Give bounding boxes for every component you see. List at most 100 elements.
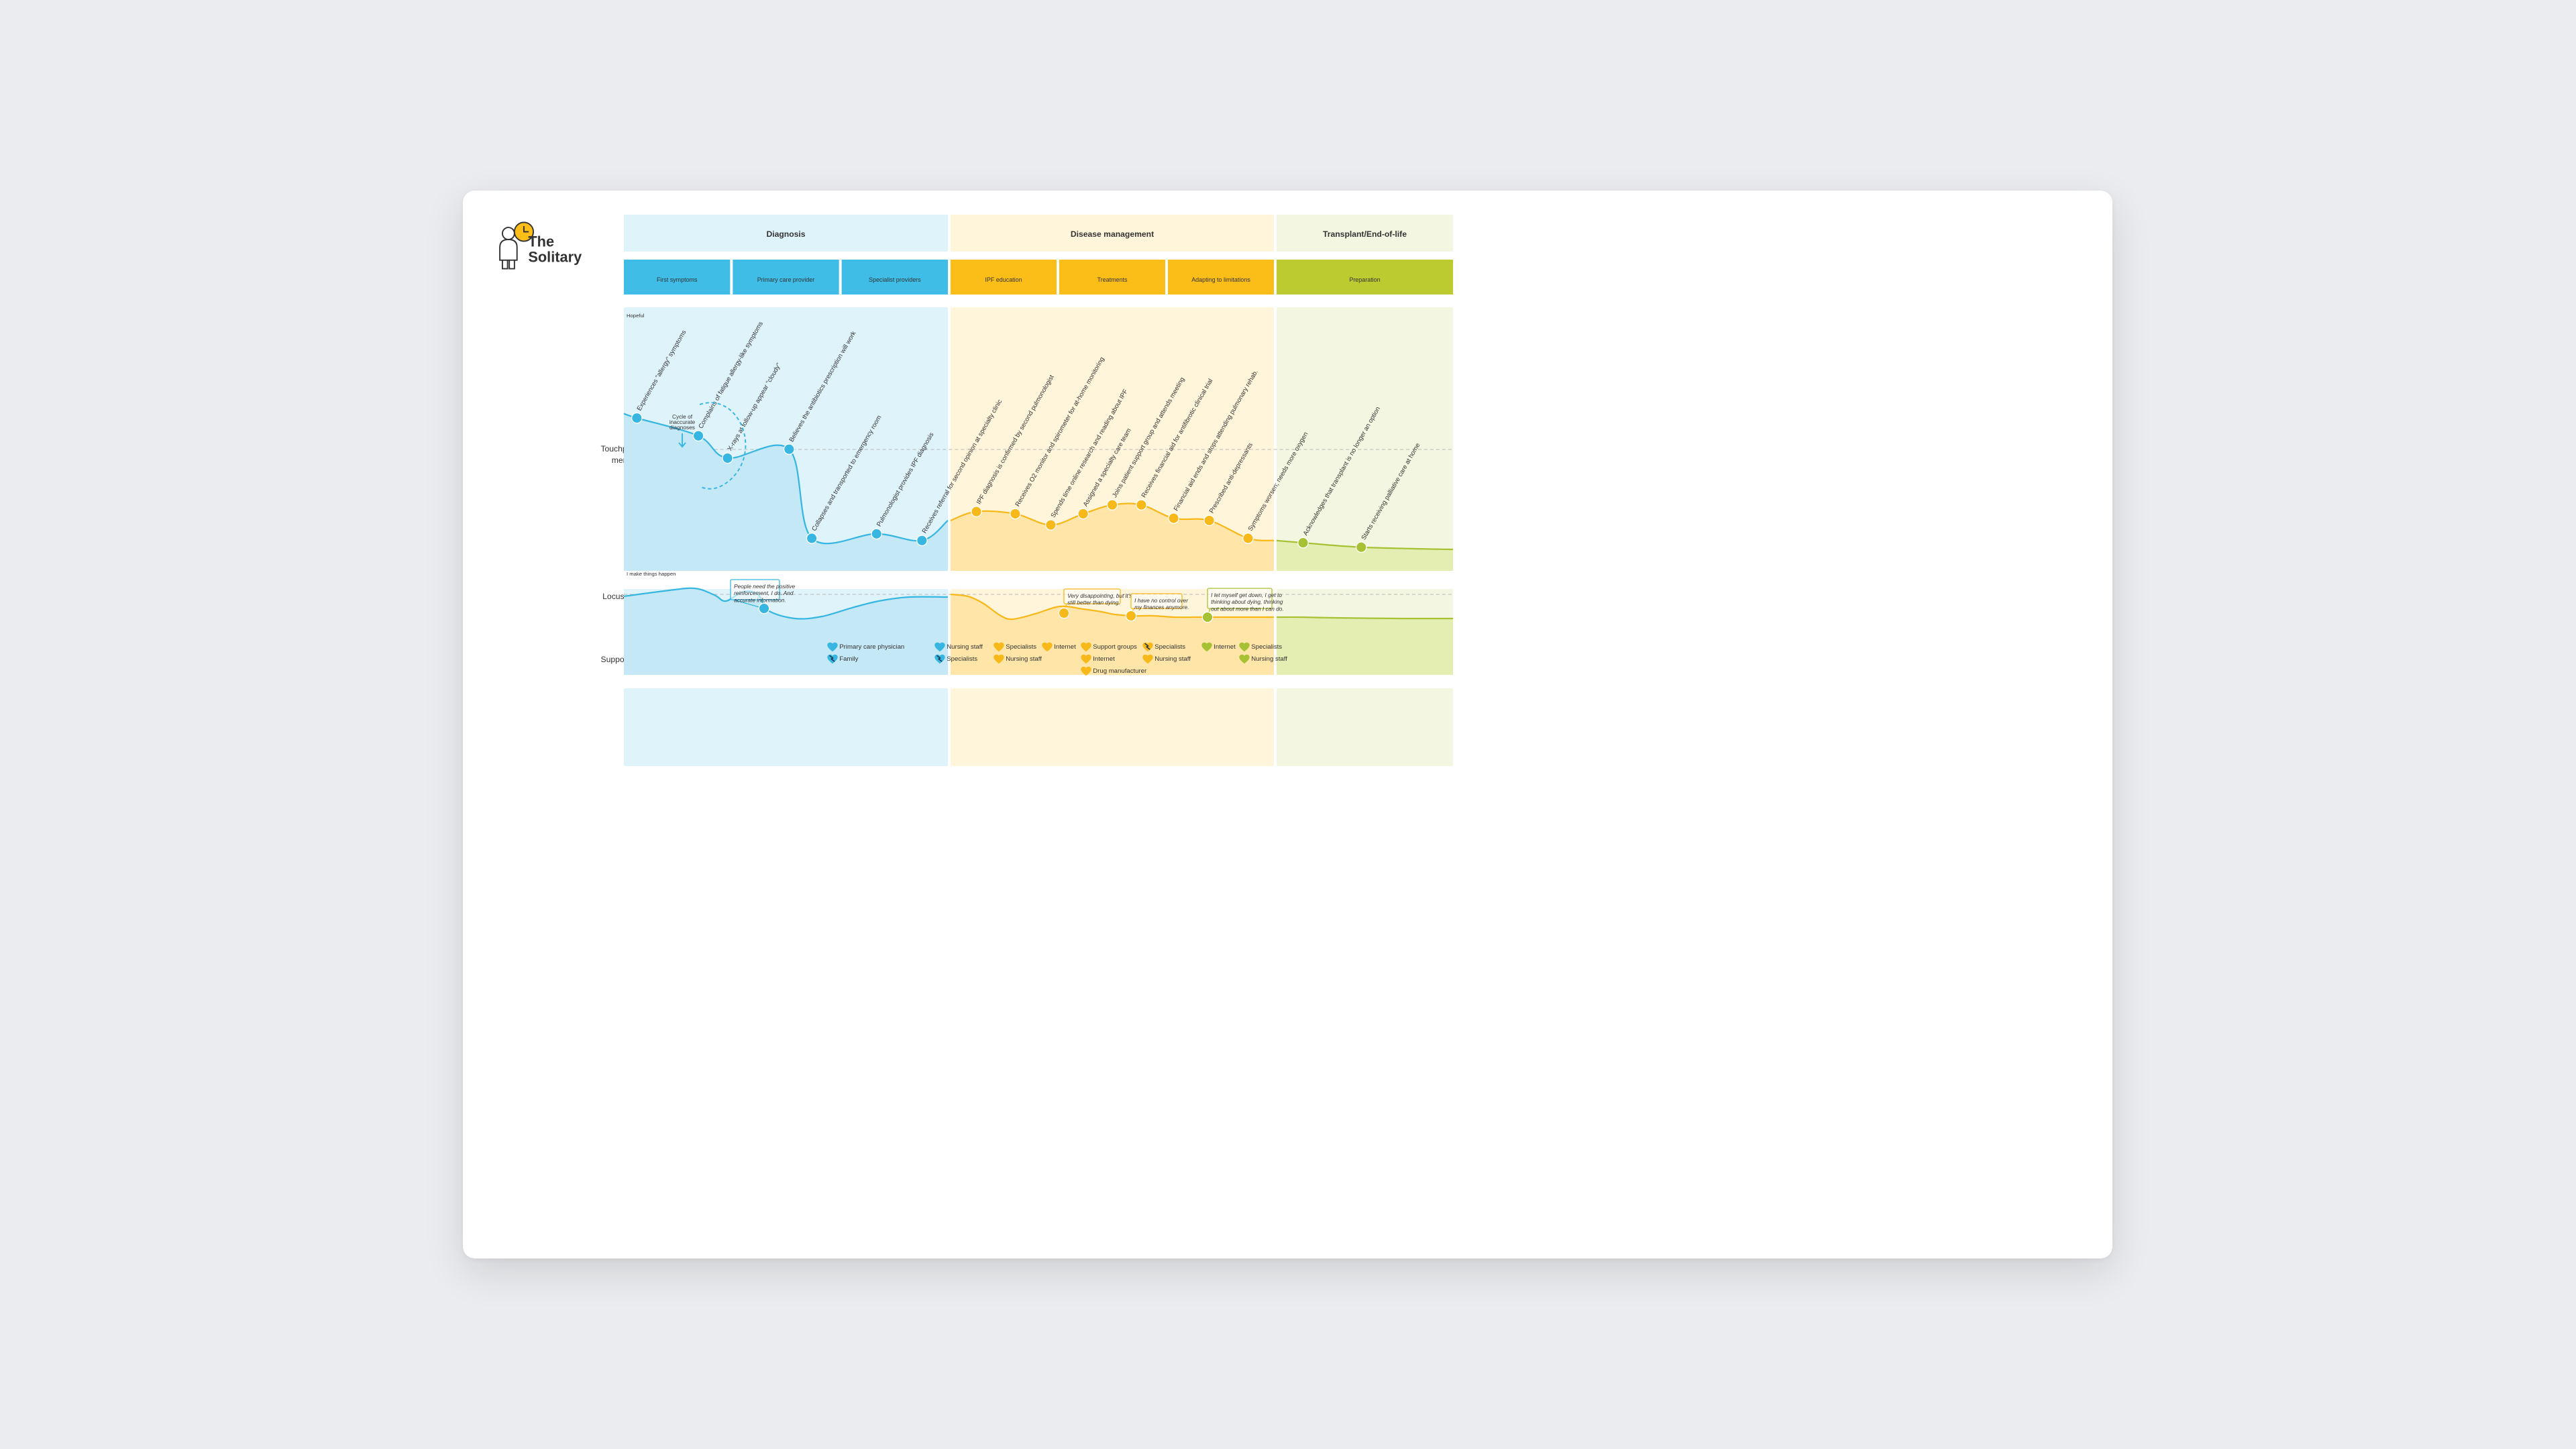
step-tab bbox=[951, 260, 1057, 294]
step-label: Preparation bbox=[1349, 276, 1380, 283]
mood-line-endoflife bbox=[1276, 539, 1454, 551]
touchpoint-marker bbox=[1203, 515, 1215, 527]
support-panel-diagnosis bbox=[624, 688, 948, 766]
heart-icon bbox=[1239, 642, 1250, 652]
broken-heart-icon bbox=[1142, 642, 1153, 652]
heart-shape bbox=[1142, 642, 1153, 652]
heart-shape bbox=[827, 654, 838, 664]
heart-shape bbox=[1239, 642, 1250, 652]
support-label: Internet bbox=[1214, 643, 1236, 651]
mood-area-diagnosis bbox=[623, 413, 948, 572]
cycle-note-line1: Cycle of bbox=[672, 413, 693, 420]
heart-icon bbox=[827, 642, 838, 652]
callout-text: I have no control over bbox=[1134, 597, 1189, 604]
support-label: Internet bbox=[1054, 643, 1076, 651]
axis-label-i-make-things-happen: I make things happen bbox=[627, 571, 676, 577]
touchpoint-marker bbox=[784, 443, 795, 455]
support-panel-endoflife bbox=[1277, 688, 1453, 766]
lightning-bolt bbox=[936, 655, 943, 662]
step-label: IPF education bbox=[985, 276, 1022, 283]
callout-text: my finances anymore. bbox=[1134, 604, 1189, 610]
heart-shape bbox=[1239, 654, 1250, 664]
step-label: Adapting to limitations bbox=[1191, 276, 1250, 283]
phase-header-bg-management bbox=[951, 215, 1275, 252]
phase-title-diagnosis: Diagnosis bbox=[766, 229, 805, 239]
locus-area-endoflife bbox=[1276, 616, 1454, 675]
locus-marker bbox=[758, 602, 770, 614]
persona-title-line2: Solitary bbox=[528, 248, 582, 265]
heart-icon bbox=[1239, 654, 1250, 664]
heart-icon bbox=[1081, 654, 1091, 664]
heart-icon bbox=[934, 642, 945, 652]
callout-text: out about more than I can do. bbox=[1211, 605, 1284, 612]
locus-line-diagnosis bbox=[623, 587, 948, 620]
heart-shape bbox=[1142, 654, 1153, 664]
callout-box bbox=[730, 579, 780, 600]
phase-header-bg-endoflife bbox=[1277, 215, 1453, 252]
locus-chart: I make things happenThings happen to meP… bbox=[623, 571, 1454, 675]
heart-shape bbox=[1081, 666, 1091, 676]
step-tab bbox=[841, 260, 948, 294]
touchpoint-marker bbox=[806, 533, 818, 544]
support-label: Drug manufacturer bbox=[1093, 667, 1147, 675]
phase-title-endoflife: Transplant/End-of-life bbox=[1323, 229, 1407, 239]
heart-shape bbox=[934, 654, 945, 664]
touchpoint-marker bbox=[1136, 499, 1147, 511]
callout-text: People need the positive bbox=[734, 583, 795, 590]
support-label: Specialists bbox=[947, 655, 977, 663]
person-head bbox=[501, 227, 515, 240]
person-with-clock-icon bbox=[499, 221, 535, 270]
persona-title-line1: The bbox=[528, 233, 554, 250]
callout-text: reinforcement, I do. And bbox=[734, 590, 794, 596]
locus-line-endoflife bbox=[1276, 616, 1454, 620]
locus-marker bbox=[1125, 610, 1137, 622]
touchpoint-marker bbox=[971, 506, 982, 517]
heart-icon bbox=[994, 654, 1004, 664]
heart-icon bbox=[994, 642, 1004, 652]
locus-callout: I let myself get down, I get tothinking … bbox=[1201, 588, 1284, 623]
support-label: Nursing staff bbox=[1006, 655, 1042, 663]
person-legs bbox=[501, 260, 515, 270]
support-label: Nursing staff bbox=[1251, 655, 1287, 663]
callout-box bbox=[1130, 593, 1183, 609]
heart-icon bbox=[1042, 642, 1053, 652]
heart-shape bbox=[994, 654, 1004, 664]
axis-label-hopeful: Hopeful bbox=[627, 313, 645, 319]
support-label: Specialists bbox=[1251, 643, 1282, 651]
touchpoint-marker bbox=[1242, 533, 1254, 544]
locus-marker bbox=[1201, 611, 1214, 623]
callout-text: accurate information. bbox=[734, 596, 786, 603]
heart-icon bbox=[1201, 642, 1212, 652]
callout-text: Very disappointing, but it's bbox=[1067, 592, 1132, 599]
broken-heart-icon bbox=[827, 654, 838, 664]
support-label: Internet bbox=[1093, 655, 1115, 663]
support-label: Specialists bbox=[1006, 643, 1036, 651]
heart-shape bbox=[1042, 642, 1053, 652]
touchpoint-marker bbox=[871, 528, 883, 540]
heart-icon bbox=[1142, 654, 1153, 664]
touchpoint-marker bbox=[1106, 499, 1118, 511]
phase-title-management: Disease management bbox=[1071, 229, 1154, 239]
callout-text: still better than dying. bbox=[1067, 599, 1120, 606]
heart-shape bbox=[1201, 642, 1212, 652]
mood-area-endoflife bbox=[1276, 540, 1454, 572]
cycle-note-line2: inaccurate bbox=[669, 419, 696, 425]
touchpoint-marker bbox=[631, 412, 643, 424]
support-label: Support groups bbox=[1093, 643, 1137, 651]
touchpoints-panel-endoflife bbox=[1277, 307, 1453, 572]
support-label: Nursing staff bbox=[1155, 655, 1191, 663]
heart-shape bbox=[994, 642, 1004, 652]
step-label: Treatments bbox=[1097, 276, 1128, 283]
support-label: Primary care physician bbox=[839, 643, 904, 651]
step-label: First symptoms bbox=[657, 276, 698, 283]
step-label: Specialist providers bbox=[869, 276, 921, 283]
cycle-arrow-icon bbox=[678, 433, 686, 448]
